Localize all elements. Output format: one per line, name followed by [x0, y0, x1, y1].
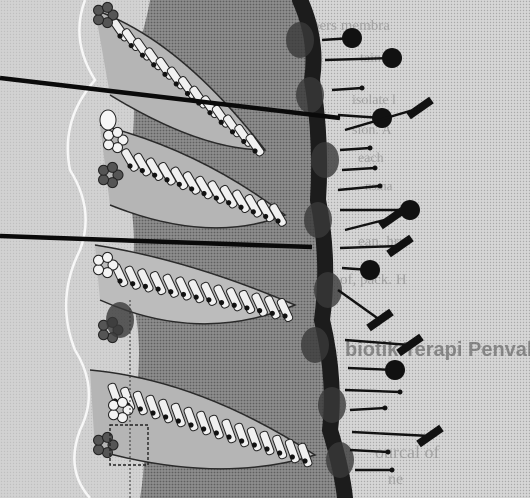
cell-nucleus [252, 442, 257, 447]
cluster-cell [117, 397, 127, 407]
projection-tip [373, 166, 378, 171]
cell-nucleus [264, 446, 269, 451]
cluster-cell [107, 162, 117, 172]
projection-tip [383, 406, 388, 411]
cell-nucleus [226, 200, 231, 205]
cluster-cell [94, 265, 104, 275]
border-blob [311, 142, 339, 178]
cell-nucleus [257, 308, 262, 313]
border-blob [326, 442, 354, 478]
cell-nucleus [214, 430, 219, 435]
cell-nucleus [230, 129, 235, 134]
cell-nucleus [214, 195, 219, 200]
cell-nucleus [185, 91, 190, 96]
cluster-cell [94, 445, 104, 455]
cell-nucleus [117, 278, 122, 283]
projection-club-head [385, 360, 405, 380]
border-blob [304, 202, 332, 238]
cluster-cell [112, 127, 122, 137]
bleed-line-5: each [358, 151, 384, 166]
cell-nucleus [206, 297, 211, 302]
cell-nucleus [201, 191, 206, 196]
projection-tip [386, 450, 391, 455]
border-blob [301, 327, 329, 363]
cell-nucleus [188, 422, 193, 427]
projection-tip [390, 468, 395, 473]
cell-nucleus [241, 139, 246, 144]
cell-nucleus [138, 406, 143, 411]
cell-nucleus [155, 286, 160, 291]
cell-nucleus [162, 72, 167, 77]
border-blob [314, 272, 342, 308]
border-blob [286, 22, 314, 58]
cell-nucleus [143, 284, 148, 289]
cell-nucleus [226, 434, 231, 439]
bleed-line-3: isolate l [352, 93, 396, 108]
cell-nucleus [239, 438, 244, 443]
cell-nucleus [232, 303, 237, 308]
cell-nucleus [168, 289, 173, 294]
cell-nucleus [127, 163, 132, 168]
projection-club-head [342, 28, 362, 48]
cell-nucleus [290, 454, 295, 459]
projection-club-head [382, 48, 402, 68]
projection-tip [378, 184, 383, 189]
cluster-cell [109, 410, 119, 420]
cell-nucleus [177, 182, 182, 187]
cell-nucleus [238, 205, 243, 210]
cluster-cell [99, 175, 109, 185]
cell-nucleus [151, 62, 156, 67]
cell-nucleus [174, 81, 179, 86]
cell-nucleus [163, 414, 168, 419]
cell-nucleus [275, 218, 280, 223]
cell-nucleus [194, 295, 199, 300]
cluster-cell [102, 432, 112, 442]
cell-nucleus [140, 53, 145, 58]
cell-nucleus [244, 305, 249, 310]
border-blob [318, 387, 346, 423]
projection-tip [360, 86, 365, 91]
cell-nucleus [129, 43, 134, 48]
cell-nucleus [140, 168, 145, 173]
bleed-line-11: ne [388, 471, 403, 488]
cluster-cell [99, 330, 109, 340]
cell-nucleus [219, 300, 224, 305]
cluster-cell [102, 2, 112, 12]
cell-nucleus [150, 410, 155, 415]
cell-nucleus [181, 292, 186, 297]
cluster-cell [94, 15, 104, 25]
highlight-cell [100, 110, 116, 130]
cell-nucleus [252, 148, 257, 153]
cell-nucleus [164, 177, 169, 182]
cell-nucleus [270, 311, 275, 316]
border-blob [296, 77, 324, 113]
cell-nucleus [251, 209, 256, 214]
cell-nucleus [189, 186, 194, 191]
cell-nucleus [277, 450, 282, 455]
projection-tip [398, 390, 403, 395]
cell-nucleus [219, 120, 224, 125]
cluster-cell [104, 140, 114, 150]
cell-nucleus [176, 418, 181, 423]
projection-club-head [360, 260, 380, 280]
cell-nucleus [130, 281, 135, 286]
cell-nucleus [201, 426, 206, 431]
cell-nucleus [152, 173, 157, 178]
cell-nucleus [302, 458, 307, 463]
cluster-cell [102, 252, 112, 262]
cell-nucleus [282, 313, 287, 318]
cell-nucleus [117, 33, 122, 38]
projection-tip [368, 146, 373, 151]
cell-nucleus [207, 110, 212, 115]
cell-nucleus [263, 214, 268, 219]
